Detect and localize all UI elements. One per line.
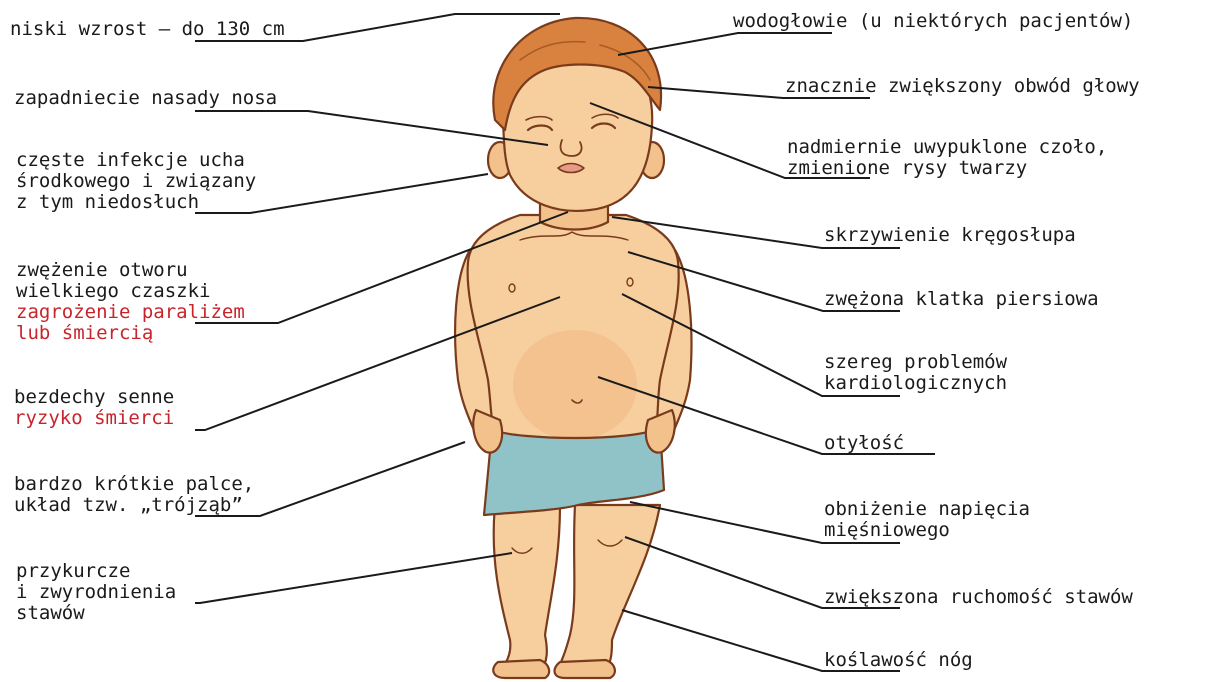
label-chest: zwężona klatka piersiowa	[824, 289, 1099, 310]
label-ear-line3: z tym niedosłuch	[16, 192, 199, 213]
mouth	[558, 164, 584, 173]
label-ear-line2: środkowego i związany	[16, 171, 256, 192]
label-foramen-warning2: lub śmiercią	[16, 323, 153, 344]
label-forehead-line1: nadmiernie uwypuklone czoło,	[787, 137, 1107, 158]
label-forehead-line2: zmienione rysy twarzy	[787, 158, 1027, 179]
label-hypotonia-line1: obniżenie napięcia	[824, 499, 1030, 520]
leader-hydrocephalus	[618, 33, 832, 55]
label-contractures-line3: stawów	[16, 603, 85, 624]
label-fingers-line2: układ tzw. „trójząb”	[14, 495, 243, 516]
label-obesity: otyłość	[824, 433, 904, 454]
label-foramen-line1: zwężenie otworu	[16, 260, 188, 281]
right-foot	[555, 660, 615, 678]
label-contractures-line1: przykurcze	[16, 561, 130, 582]
label-hypotonia-line2: mięśniowego	[824, 520, 950, 541]
label-apnea-warning: ryzyko śmierci	[14, 408, 174, 429]
label-foramen-line2: wielkiego czaszki	[16, 281, 210, 302]
label-ear-line1: częste infekcje ucha	[16, 150, 245, 171]
label-fingers-line1: bardzo krótkie palce,	[14, 474, 254, 495]
label-contractures-line2: i zwyrodnienia	[16, 582, 176, 603]
label-short-stature: niski wzrost – do 130 cm	[10, 19, 285, 40]
label-bowlegs: koślawość nóg	[824, 650, 973, 671]
left-leg	[494, 505, 560, 672]
label-hydrocephalus: wodogłowie (u niektórych pacjentów)	[733, 11, 1133, 32]
left-foot	[493, 660, 549, 678]
leader-contractures	[195, 553, 512, 603]
label-foramen-warning: zagrożenie paraliżem	[16, 302, 245, 323]
right-leg	[556, 505, 660, 672]
label-spine: skrzywienie kręgosłupa	[824, 225, 1076, 246]
label-head-circ: znacznie zwiększony obwód głowy	[785, 76, 1140, 97]
label-nasal-bridge: zapadniecie nasady nosa	[14, 88, 277, 109]
label-cardio-line2: kardiologicznych	[824, 373, 1007, 394]
label-apnea-line1: bezdechy senne	[14, 387, 174, 408]
label-cardio-line1: szereg problemów	[824, 352, 1007, 373]
shorts	[484, 428, 664, 515]
label-joint-mobility: zwiększona ruchomość stawów	[824, 587, 1133, 608]
